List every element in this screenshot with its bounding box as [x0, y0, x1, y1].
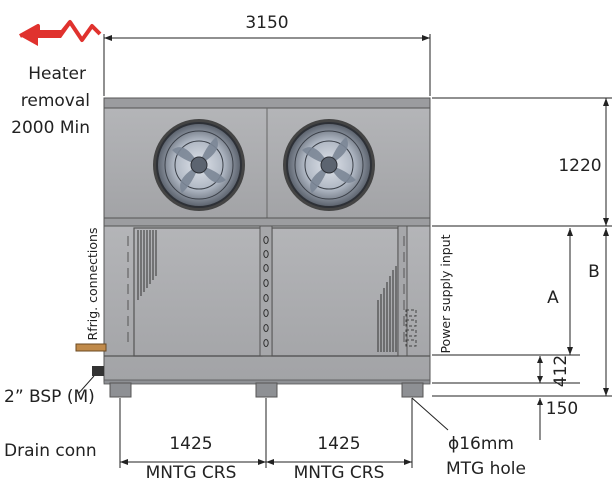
- drain-stub: [92, 366, 104, 376]
- dim-150-label: 150: [546, 399, 578, 419]
- dim-upper-height-label: 1220: [558, 156, 601, 176]
- heater-label-line2: removal: [21, 91, 90, 111]
- unit-casing: [103, 97, 431, 398]
- heater-label-line1: Heater: [28, 64, 86, 84]
- drain-label-line1: 2” BSP (M): [4, 387, 95, 407]
- electrical-box: [405, 309, 417, 347]
- dim-a-label: A: [547, 288, 559, 308]
- mntg-left-label: 1425: [169, 434, 212, 454]
- dim-a: [432, 228, 580, 356]
- dim-overall-width-label: 3150: [245, 13, 288, 33]
- drain-leader: [77, 375, 95, 395]
- mntg-crs-left-label: MNTG CRS: [146, 463, 237, 482]
- dim-412-label: 412: [551, 355, 571, 387]
- post-holes: [263, 236, 269, 347]
- dim-upper-height: [432, 97, 612, 227]
- dim-150: [537, 398, 543, 440]
- hole-label-line2: MTG hole: [446, 459, 526, 479]
- coil-fins-left: [137, 230, 157, 300]
- left-arrow-icon: [19, 20, 102, 46]
- foot-center: [255, 382, 278, 398]
- mntg-right-label: 1425: [317, 434, 360, 454]
- dim-overall-width: [103, 34, 431, 96]
- power-supply-label: Power supply input: [438, 234, 453, 353]
- refrig-connections-label: Rfrig. connections: [85, 228, 100, 341]
- dim-412: [432, 356, 580, 384]
- fan-icon: [283, 119, 375, 211]
- dim-b: [432, 228, 612, 397]
- drain-label-line2: Drain conn: [4, 441, 97, 461]
- dim-mounting-centres: [119, 398, 413, 468]
- coil-fins-right: [377, 266, 397, 352]
- dim-b-label: B: [588, 262, 600, 282]
- foot-right: [401, 382, 424, 398]
- mntg-crs-right-label: MNTG CRS: [294, 463, 385, 482]
- refrig-pipe: [75, 343, 107, 352]
- heater-label-line3: 2000 Min: [11, 118, 90, 138]
- hole-label-line1: ϕ16mm: [448, 434, 514, 454]
- foot-left: [109, 382, 132, 398]
- hole-leader: [411, 397, 449, 431]
- fan-icon: [153, 119, 245, 211]
